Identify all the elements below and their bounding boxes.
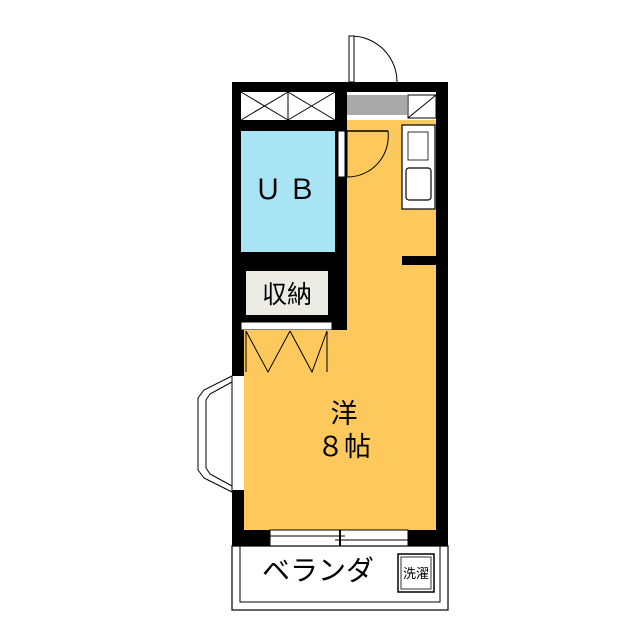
entrance-step — [347, 95, 407, 115]
laundry-label: 洗濯 — [403, 567, 429, 582]
main-room-label-size: ８帖 — [317, 432, 371, 463]
bay-window-outer — [197, 375, 233, 493]
bathroom — [241, 131, 335, 252]
main-room-label-type: 洋 — [331, 399, 358, 430]
closet-door-left — [245, 330, 291, 374]
entry-door-swing — [350, 35, 398, 83]
laundry-space-inner — [400, 556, 432, 590]
bay-window-inner — [205, 381, 233, 487]
main-room — [244, 120, 436, 530]
top-closet-cross — [240, 91, 289, 121]
bathroom-door-swing — [346, 130, 389, 178]
bathroom-door-jamb — [337, 130, 346, 178]
storage-room — [246, 271, 328, 315]
balcony-label: ベランダ — [262, 554, 374, 587]
kitchen-wall-stub — [402, 256, 436, 265]
bay-window-opening — [232, 376, 244, 490]
balcony-inner-rail — [239, 545, 441, 603]
top-closet-cross — [287, 91, 336, 121]
kitchen-stove — [407, 131, 429, 161]
shoe-cabinet-diagonal — [407, 94, 437, 119]
laundry-space — [397, 553, 435, 593]
kitchen-sink — [405, 167, 432, 201]
closet-door-right — [289, 330, 328, 374]
bathroom-label: ＵＢ — [254, 173, 322, 206]
storage-label: 収納 — [262, 280, 312, 309]
entry-door-leaf — [348, 35, 355, 83]
storage-sill — [240, 321, 333, 331]
